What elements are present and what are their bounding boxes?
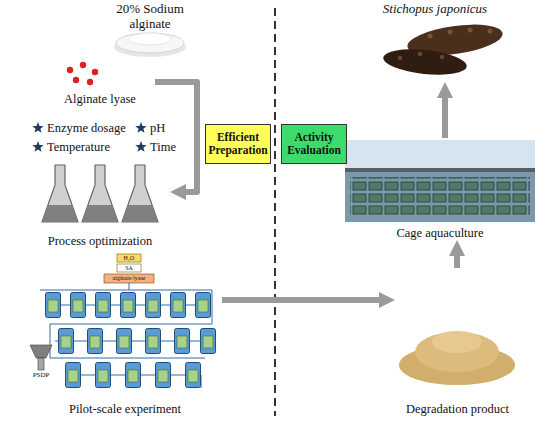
tank-symbol — [146, 293, 161, 318]
flask-liquid — [82, 205, 118, 222]
powder-top — [432, 331, 482, 353]
flask-liquid — [42, 205, 78, 222]
product-item: Degradation product — [395, 268, 520, 416]
parameter-label: Temperature — [47, 139, 137, 155]
star-icon — [32, 122, 43, 133]
papilla — [428, 34, 433, 39]
shore — [345, 168, 535, 172]
tank-symbol — [156, 363, 171, 388]
papilla — [418, 52, 422, 56]
papilla — [398, 56, 402, 60]
tank-symbol — [121, 293, 136, 318]
flow-arrow — [155, 82, 197, 192]
sea-cucumber — [406, 19, 505, 60]
enzyme-dot — [67, 67, 73, 73]
star-icon — [135, 122, 146, 133]
flow-label: SA — [117, 264, 141, 272]
hopper-stem — [38, 358, 44, 370]
powder-pile — [116, 33, 184, 53]
item-caption: 20% Sodium alginate — [95, 2, 205, 32]
powder-top — [129, 33, 171, 45]
tank-symbol — [201, 329, 216, 354]
parameter-label: Enzyme dosage — [47, 120, 137, 136]
sky — [345, 140, 535, 170]
material-item: 20% Sodium alginate — [95, 2, 205, 58]
enzyme-dot — [73, 77, 79, 83]
item-caption: Process optimization — [48, 234, 153, 248]
item-caption: Degradation product — [406, 402, 509, 416]
item-caption: Stichopus japonicus — [383, 2, 487, 17]
flow-arrow — [442, 82, 448, 138]
stage-label: Activity Evaluation — [284, 131, 344, 157]
enzyme-item: Alginate lyase — [45, 60, 155, 106]
item-caption: Cage aquaculture — [396, 226, 483, 240]
flow-arrow — [222, 297, 395, 303]
papilla — [488, 29, 493, 34]
tank-symbol — [96, 293, 111, 318]
papilla — [448, 30, 453, 35]
flow-arrow — [454, 240, 460, 268]
tank-symbol — [146, 329, 161, 354]
tank-symbol — [117, 329, 132, 354]
species-item: Stichopus japonicus — [355, 2, 515, 82]
tank-symbol — [175, 329, 190, 354]
flask — [82, 165, 118, 222]
tank-symbol — [186, 363, 201, 388]
input-box — [117, 254, 141, 262]
enzyme-dot — [87, 79, 93, 85]
enzyme-dot — [92, 69, 98, 75]
item-caption: Alginate lyase — [64, 92, 136, 106]
parameter-label: Time — [150, 139, 190, 155]
input-box — [117, 264, 141, 272]
sea — [345, 172, 535, 222]
hopper-symbol — [30, 345, 52, 358]
flask-liquid — [122, 205, 158, 222]
star-icon — [32, 141, 43, 152]
flow-label: alginate lyase — [104, 274, 154, 283]
flask — [122, 165, 158, 222]
flask — [42, 165, 78, 222]
flow-label: H₂O — [117, 254, 141, 262]
star-icon — [135, 141, 146, 152]
stage-box: Activity Evaluation — [281, 124, 347, 164]
tank-symbol — [196, 293, 211, 318]
enzyme-dot — [80, 62, 86, 68]
tank-symbol — [66, 363, 81, 388]
stage-label: Efficient Preparation — [208, 131, 268, 157]
divider-line — [274, 8, 276, 416]
tank-symbol — [126, 363, 141, 388]
parameter-label: pH — [150, 120, 190, 136]
cage-grid — [350, 177, 530, 217]
stage-box: Efficient Preparation — [205, 124, 271, 164]
tank-symbol — [171, 293, 186, 318]
input-box — [104, 274, 154, 283]
item-caption: Pilot-scale experiment — [69, 402, 181, 416]
aquaculture-item: Cage aquaculture — [340, 138, 540, 240]
flow-label: PSDP — [24, 371, 58, 380]
tank-symbol — [59, 329, 74, 354]
tank-symbol — [71, 293, 86, 318]
powder-pile — [415, 332, 499, 372]
process-item: Process optimization — [30, 158, 170, 248]
tank-symbol — [46, 293, 61, 318]
tank-symbol — [96, 363, 111, 388]
pilot-item: Pilot-scale experiment — [28, 250, 222, 416]
papilla — [468, 28, 473, 33]
papilla — [440, 55, 444, 59]
sea-cucumber — [382, 46, 468, 79]
pipe-line — [40, 283, 216, 388]
tank-symbol — [88, 329, 103, 354]
